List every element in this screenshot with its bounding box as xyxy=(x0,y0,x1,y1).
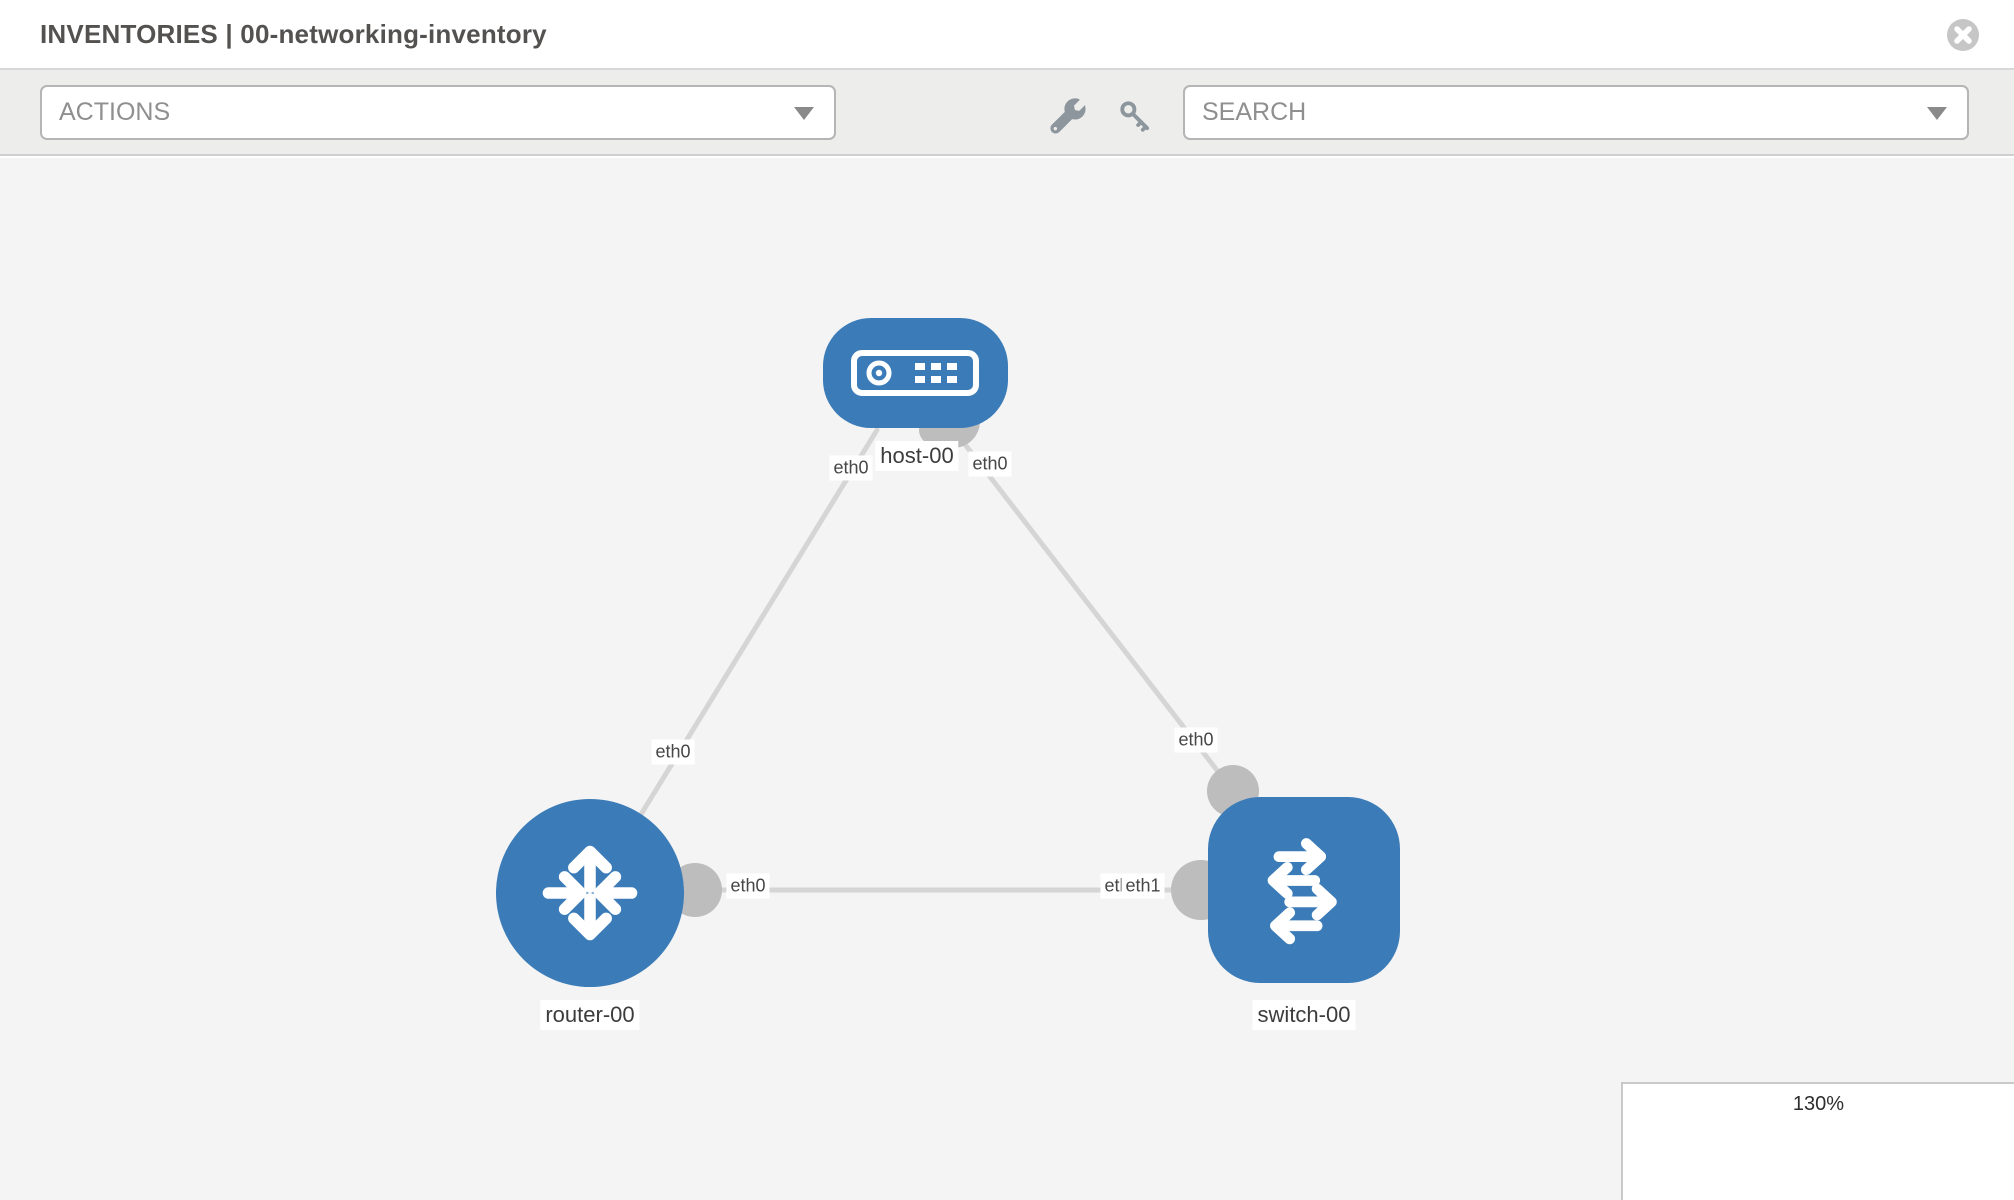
interface-label: eth0 xyxy=(726,873,770,899)
host-icon xyxy=(851,350,979,396)
node-host-00[interactable] xyxy=(822,318,1008,428)
key-button[interactable] xyxy=(1115,97,1155,137)
zoom-panel: 130% xyxy=(1621,1082,2014,1200)
actions-dropdown-label: ACTIONS xyxy=(59,98,171,126)
page-title: INVENTORIES | 00-networking-inventory xyxy=(40,19,547,49)
chevron-down-icon xyxy=(794,107,814,120)
router-icon xyxy=(542,845,638,941)
toolbar: ACTIONS xyxy=(0,70,2014,156)
interface-label: eth0 xyxy=(651,739,695,765)
close-icon xyxy=(1947,19,1979,51)
topology-canvas[interactable] xyxy=(0,158,2014,1200)
interface-label: eth1 xyxy=(1121,873,1165,899)
header: INVENTORIES | 00-networking-inventory xyxy=(0,0,2014,70)
interface-label: eth0 xyxy=(829,455,873,481)
interface-label: eth0 xyxy=(1174,727,1218,753)
switch-icon xyxy=(1267,838,1337,945)
node-switch-00[interactable] xyxy=(1208,797,1400,983)
node-label-host-00: host-00 xyxy=(875,441,959,471)
node-router-00[interactable] xyxy=(496,799,684,987)
chevron-down-icon xyxy=(1927,107,1947,120)
key-icon xyxy=(1120,100,1150,132)
actions-dropdown[interactable]: ACTIONS xyxy=(40,85,836,140)
search-dropdown[interactable] xyxy=(1183,85,1969,140)
node-label-router-00: router-00 xyxy=(540,1000,640,1030)
node-label-switch-00: switch-00 xyxy=(1252,1000,1356,1030)
wrench-icon xyxy=(1050,97,1086,134)
interface-label: eth0 xyxy=(968,451,1012,477)
wrench-button[interactable] xyxy=(1048,97,1088,137)
close-button[interactable] xyxy=(1945,17,1981,53)
zoom-level-label: 130% xyxy=(1792,1093,1845,1115)
search-input[interactable] xyxy=(1202,87,1859,138)
